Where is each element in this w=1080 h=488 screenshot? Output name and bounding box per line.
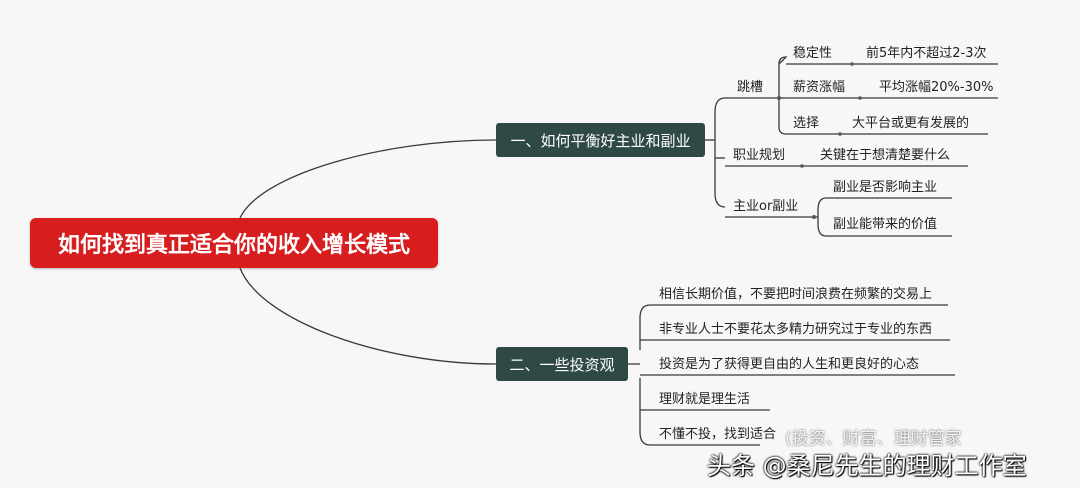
node-main-or-side: 主业or副业 (733, 199, 799, 214)
node-career-detail: 关键在于想清楚要什么 (820, 148, 951, 163)
connector-root-branch2 (239, 267, 497, 365)
node-salary-increase: 薪资涨幅 (793, 80, 846, 95)
watermark-overlay: (投资、财富、理财管家 (785, 429, 962, 449)
connector-root-branch1 (239, 139, 497, 219)
branch-investment-views: 二、一些投资观 (496, 347, 628, 381)
node-invest-5: 不懂不投，找到适合 (659, 427, 777, 442)
node-choice-detail: 大平台或更有发展的 (852, 116, 970, 131)
root-topic: 如何找到真正适合你的收入增长模式 (30, 218, 438, 268)
node-salary-increase-detail: 平均涨幅20%-30% (879, 80, 994, 95)
node-side-value: 副业能带来的价值 (833, 217, 938, 232)
connector-branch1-bracket (714, 97, 726, 208)
node-invest-2: 非专业人士不要花太多精力研究过于专业的东西 (659, 322, 933, 337)
connector-tiaocao-bracket (778, 56, 788, 135)
connector-branch2-bracket (639, 304, 651, 446)
node-choice: 选择 (793, 116, 820, 131)
node-invest-4: 理财就是理生活 (659, 392, 751, 407)
node-career-planning: 职业规划 (733, 148, 786, 163)
branch-main-vs-side-job: 一、如何平衡好主业和副业 (496, 123, 705, 157)
node-invest-3: 投资是为了获得更自由的人生和更良好的心态 (659, 357, 920, 372)
node-stability-detail: 前5年内不超过2-3次 (866, 46, 987, 61)
watermark-main: 头条 @桑尼先生的理财工作室 (707, 452, 1027, 480)
node-job-hopping: 跳槽 (737, 80, 764, 95)
node-invest-1: 相信长期价值，不要把时间浪费在频繁的交易上 (659, 287, 933, 302)
node-side-affects-main: 副业是否影响主业 (833, 180, 938, 195)
node-stability: 稳定性 (793, 46, 833, 61)
